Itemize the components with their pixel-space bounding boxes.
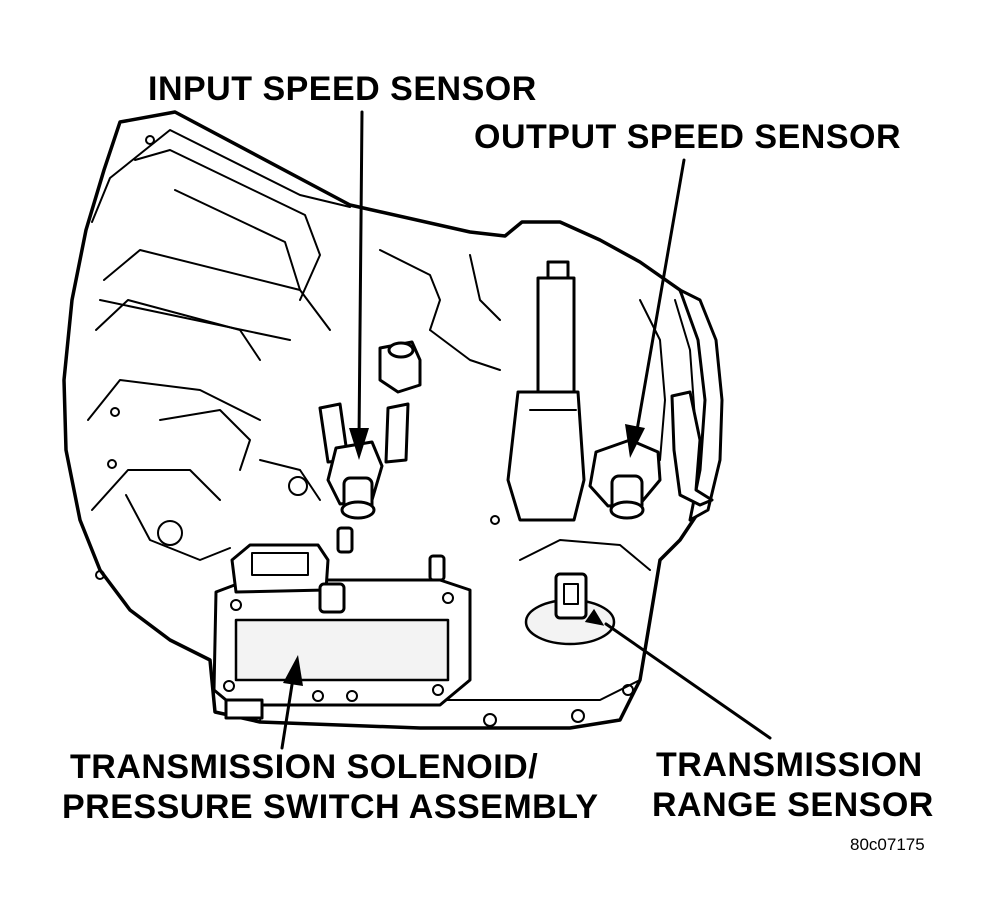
label-output-speed-sensor: OUTPUT SPEED SENSOR (474, 118, 902, 156)
pan-bolts (483, 515, 634, 727)
leader-arrows (280, 110, 772, 750)
range-sensor-part (524, 572, 616, 646)
label-solenoid-line1: TRANSMISSION SOLENOID/ (70, 748, 539, 786)
solenoid-assembly (212, 526, 472, 720)
label-input-speed-sensor: INPUT SPEED SENSOR (148, 70, 537, 108)
output-flange (670, 288, 724, 522)
label-solenoid-line2: PRESSURE SWITCH ASSEMBLY (62, 788, 599, 826)
shift-shaft (506, 260, 586, 522)
label-range-line2: RANGE SENSOR (652, 786, 934, 824)
label-range-line1: TRANSMISSION (656, 746, 923, 784)
figure-id: 80c07175 (850, 835, 925, 854)
input-sensor-area (318, 340, 422, 520)
